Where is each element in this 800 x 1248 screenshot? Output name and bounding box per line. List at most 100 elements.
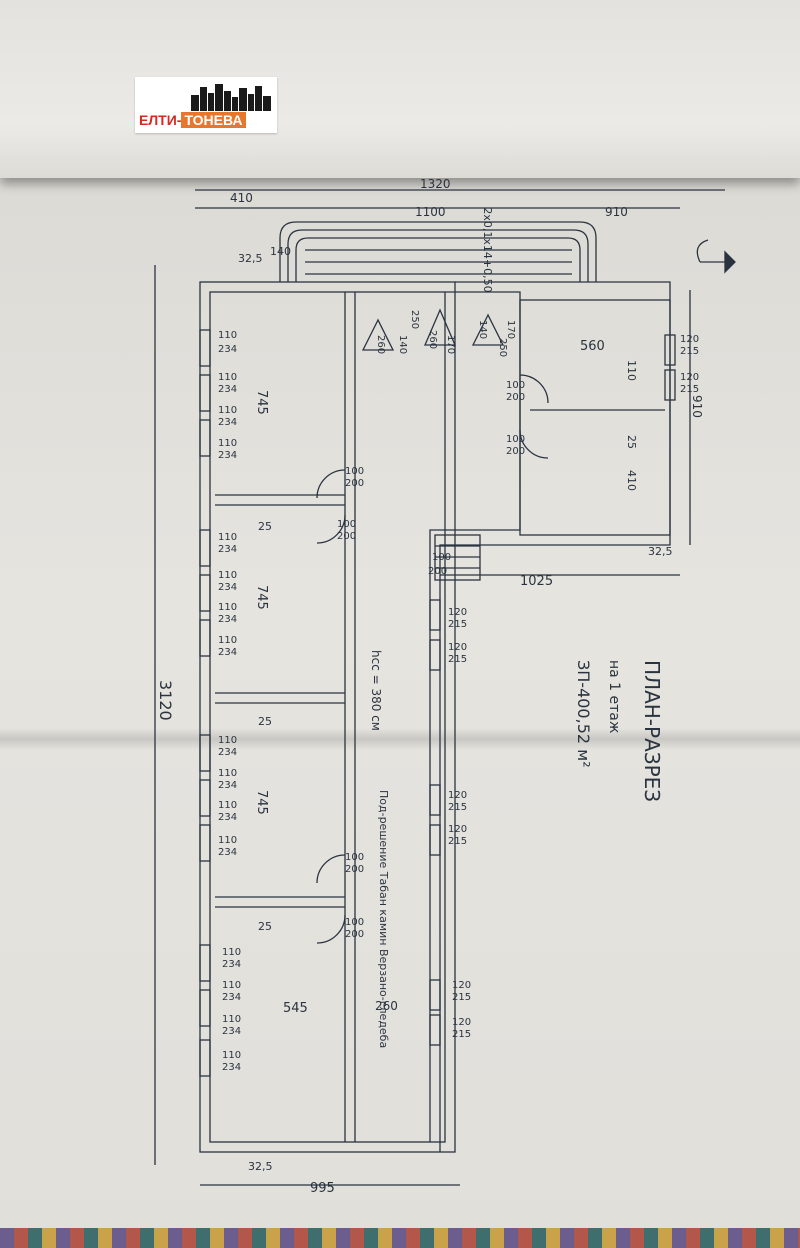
win-l-0a: 110 xyxy=(218,330,237,341)
outer-wall-main xyxy=(199,281,456,1153)
win-l-0b: 234 xyxy=(218,344,237,355)
dim-total-height: 3120 xyxy=(156,680,175,721)
triangle-marker-2 xyxy=(424,308,456,346)
win-l-13b: 234 xyxy=(222,992,241,1003)
win-r-5b: 215 xyxy=(448,836,467,847)
door-3b: 200 xyxy=(345,929,364,940)
door-5a: 100 xyxy=(506,434,525,445)
top-5: 140 xyxy=(477,320,488,339)
inner-wall-main xyxy=(209,291,446,1143)
door-arc-4 xyxy=(316,914,346,944)
win-r-5a: 120 xyxy=(448,824,467,835)
door-4b: 200 xyxy=(506,392,525,403)
win-r-7a: 120 xyxy=(452,1017,471,1028)
win-l-4b: 234 xyxy=(218,544,237,555)
win-l-9b: 234 xyxy=(218,780,237,791)
win-l-11b: 234 xyxy=(218,847,237,858)
door-arc-6 xyxy=(519,429,549,459)
floor-plan-drawing: 410 1320 1100 910 2x0,1x14+0,50 140 32,5… xyxy=(154,177,736,1196)
door-arc-1 xyxy=(316,469,346,499)
win-l-5b: 234 xyxy=(218,582,237,593)
dim-right-height: 910 xyxy=(690,395,704,418)
win-r-3b: 215 xyxy=(448,654,467,665)
win-r-0a: 120 xyxy=(680,334,699,345)
plan-floor: на 1 етаж xyxy=(606,660,622,734)
door-arc-2 xyxy=(316,514,346,544)
win-l-9a: 110 xyxy=(218,768,237,779)
room-right-0: 110 xyxy=(625,360,638,381)
win-l-7a: 110 xyxy=(218,635,237,646)
win-l-3b: 234 xyxy=(218,450,237,461)
top-1: 250 xyxy=(409,310,420,329)
right-wing-rooms xyxy=(519,299,671,536)
win-l-10b: 234 xyxy=(218,812,237,823)
dim-top-2: 1100 xyxy=(415,205,446,219)
note: Под-решение Табан камин Верзано-гледеба xyxy=(377,790,390,1048)
fabric-strip xyxy=(0,1228,800,1248)
dimension-labels: 410 1320 1100 910 2x0,1x14+0,50 140 32,5… xyxy=(156,177,704,1196)
partition-label-3: 25 xyxy=(258,920,272,933)
door-1b: 200 xyxy=(337,531,356,542)
skyline-icon xyxy=(191,84,271,111)
door-4a: 100 xyxy=(506,380,525,391)
win-r-3a: 120 xyxy=(448,642,467,653)
logo-text-part1: ЕЛТИ xyxy=(139,112,177,128)
logo-text: ЕЛТИ-ТОНЕВА xyxy=(139,110,246,130)
door-2a: 100 xyxy=(345,852,364,863)
dim-stairs: 2x0,1x14+0,50 xyxy=(481,207,494,292)
room-length-2: 745 xyxy=(254,790,269,815)
dim-stairs-side: 140 xyxy=(270,245,291,258)
win-r-1a: 120 xyxy=(680,372,699,383)
door-arc-5 xyxy=(519,374,549,404)
dim-room-top-right: 560 xyxy=(580,339,605,354)
room-length-1: 745 xyxy=(254,585,269,610)
win-r-2a: 120 xyxy=(448,607,467,618)
top-7: 170 xyxy=(505,320,516,339)
door-3a: 100 xyxy=(345,917,364,928)
win-l-2a: 110 xyxy=(218,405,237,416)
plan-title: ПЛАН-РАЗРЕЗ xyxy=(640,660,664,802)
logo-separator: - xyxy=(176,112,182,128)
dim-top-0: 410 xyxy=(230,191,253,205)
stairs-2 xyxy=(287,229,589,282)
right-wing-outer xyxy=(439,281,671,1152)
win-l-7b: 234 xyxy=(218,647,237,658)
door-6a: 100 xyxy=(432,552,451,563)
win-r-6b: 215 xyxy=(452,992,471,1003)
north-arrow-head xyxy=(724,250,736,274)
win-l-15b: 234 xyxy=(222,1062,241,1073)
win-l-6b: 234 xyxy=(218,614,237,625)
ceiling-height: hсс = 380 см xyxy=(369,650,383,731)
door-2b: 200 xyxy=(345,864,364,875)
north-arrow-curve xyxy=(696,239,709,263)
win-l-8a: 110 xyxy=(218,735,237,746)
dim-bottom-width: 995 xyxy=(310,1181,335,1196)
top-2: 140 xyxy=(397,335,408,354)
corridor-width: 260 xyxy=(375,999,398,1013)
door-6b: 200 xyxy=(428,566,447,577)
top-4: 170 xyxy=(445,335,456,354)
win-l-14a: 110 xyxy=(222,1014,241,1025)
win-l-10a: 110 xyxy=(218,800,237,811)
partition-label-2: 25 xyxy=(258,715,272,728)
win-r-2b: 215 xyxy=(448,619,467,630)
logo-text-part2: ТОНЕВА xyxy=(181,112,246,128)
win-r-4b: 215 xyxy=(448,802,467,813)
win-l-14b: 234 xyxy=(222,1026,241,1037)
dim-right-offset: 32,5 xyxy=(648,545,673,558)
top-0: 260 xyxy=(375,335,386,354)
win-l-1b: 234 xyxy=(218,384,237,395)
room-right-1: 25 xyxy=(625,435,638,449)
win-l-13a: 110 xyxy=(222,980,241,991)
dim-wing-width: 1025 xyxy=(520,574,553,589)
dim-left-wall: 32,5 xyxy=(238,252,263,265)
win-r-6a: 120 xyxy=(452,980,471,991)
win-l-3a: 110 xyxy=(218,438,237,449)
title-block: ПЛАН-РАЗРЕЗ на 1 етаж ЗП-400,52 м² xyxy=(574,660,664,802)
top-3: 260 xyxy=(427,330,438,349)
agency-logo: ЕЛТИ-ТОНЕВА xyxy=(135,77,277,133)
win-l-11a: 110 xyxy=(218,835,237,846)
stairs-3 xyxy=(295,237,581,282)
